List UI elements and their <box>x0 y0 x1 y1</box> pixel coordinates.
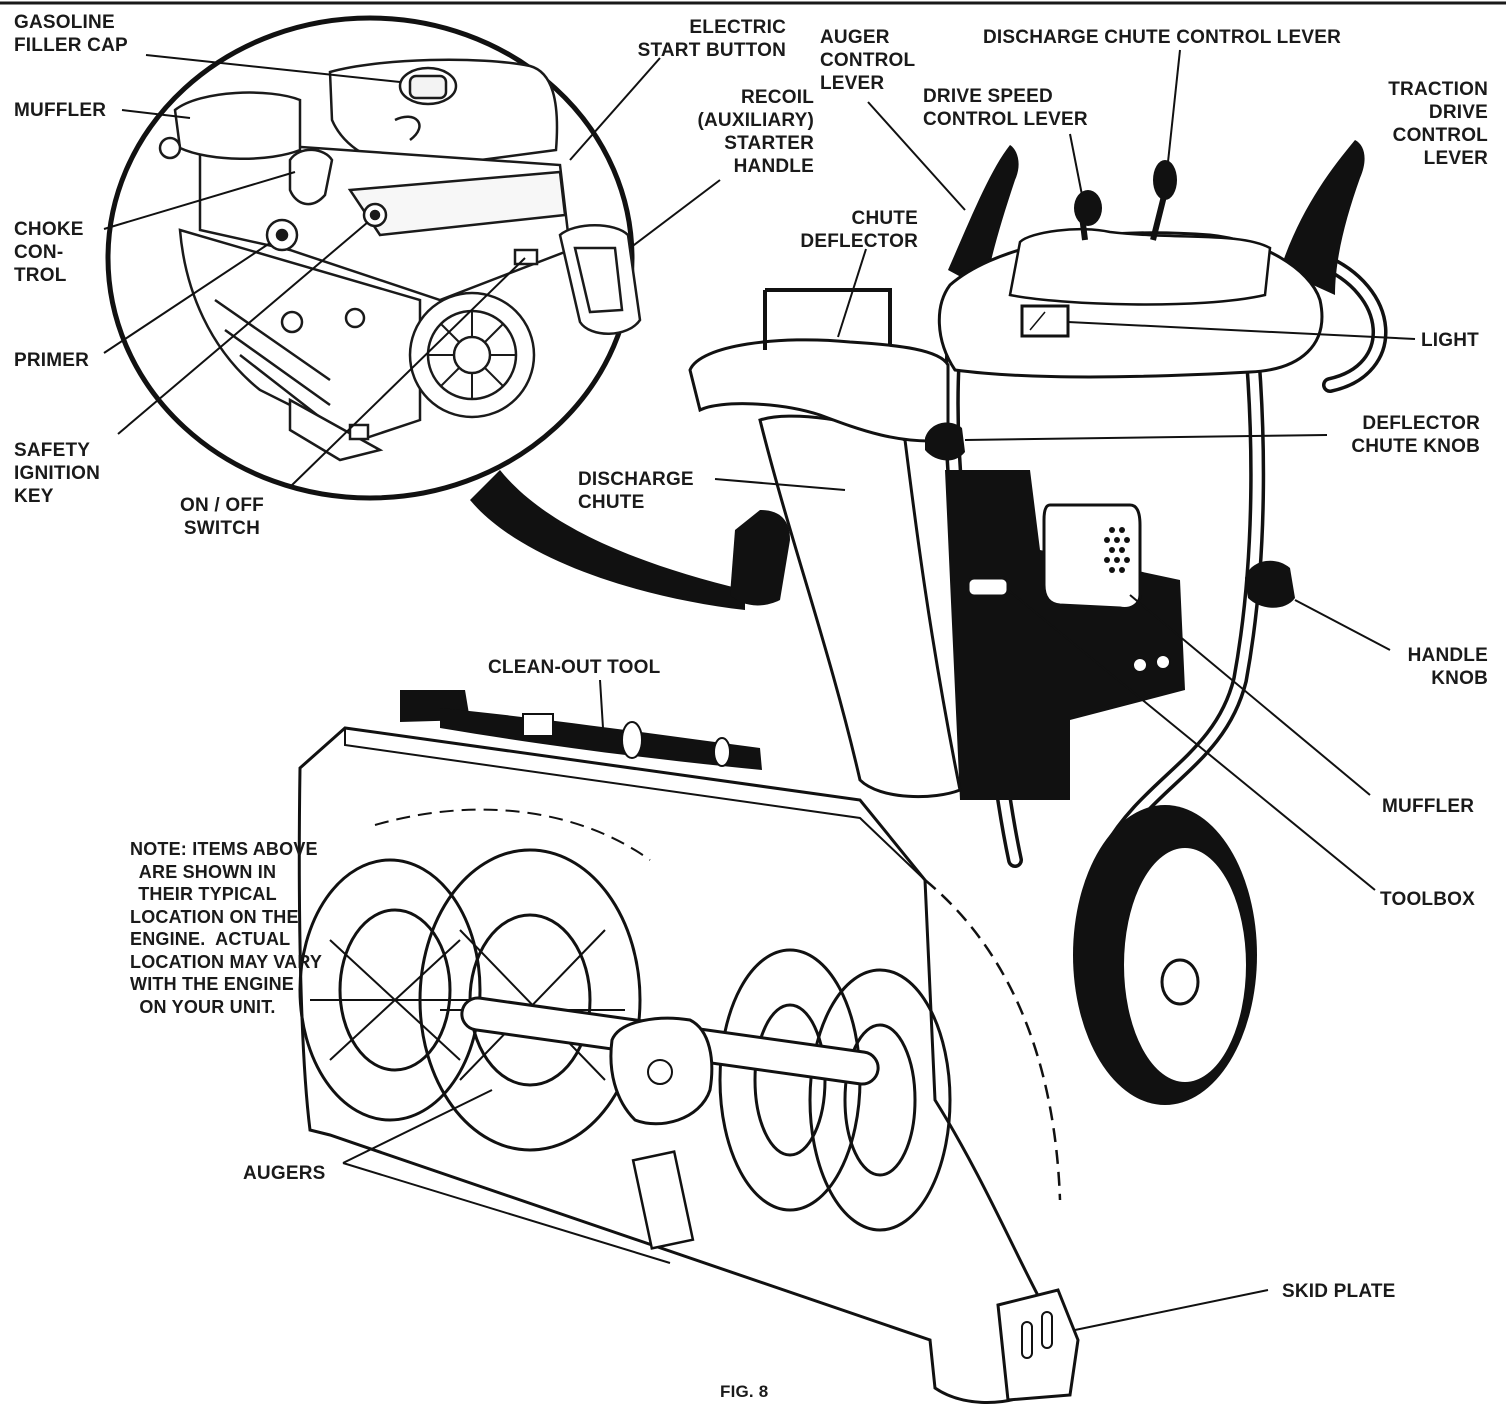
skid-plate-shape <box>996 1288 1080 1402</box>
inset-bubble-tail <box>470 470 745 610</box>
snow-thrower-body <box>297 140 1388 1405</box>
label-chute-deflector: CHUTE DEFLECTOR <box>800 208 918 252</box>
label-deflector-chute-knob: DEFLECTOR CHUTE KNOB <box>1351 413 1480 457</box>
label-primer: PRIMER <box>14 350 90 371</box>
auger-control-lever-shape <box>948 145 1019 290</box>
label-discharge-chute: DISCHARGE CHUTE <box>578 469 694 513</box>
chute-deflector-shape <box>688 338 950 443</box>
unit-muffler-shape <box>1042 503 1142 610</box>
traction-drive-lever-shape <box>1280 140 1365 295</box>
label-electric-start-button: ELECTRIC START BUTTON <box>637 17 786 61</box>
label-safety-ignition-key: SAFETY IGNITION KEY <box>14 440 101 507</box>
clean-out-tool-shape <box>400 690 762 770</box>
leader-lines <box>103 49 1416 1331</box>
label-clean-out-tool: CLEAN-OUT TOOL <box>488 657 661 678</box>
label-on-off-switch: ON / OFF SWITCH <box>180 495 264 539</box>
engine-shroud <box>945 470 1185 800</box>
figure-label: FIG. 8 <box>720 1382 769 1401</box>
label-discharge-chute-control-lever: DISCHARGE CHUTE CONTROL LEVER <box>983 27 1342 48</box>
label-light: LIGHT <box>1421 330 1479 351</box>
toolbox-shape <box>966 576 1010 598</box>
label-gasoline-filler-cap: GASOLINE FILLER CAP <box>14 12 128 56</box>
label-handle-knob: HANDLE KNOB <box>1407 645 1488 689</box>
label-choke-control: CHOKE CON- TROL <box>14 219 84 286</box>
label-toolbox: TOOLBOX <box>1380 889 1475 910</box>
label-traction-drive-control-lever: TRACTION DRIVE CONTROL LEVER <box>1388 79 1488 169</box>
engine-inset <box>105 15 745 610</box>
label-muffler-unit: MUFFLER <box>1382 796 1475 817</box>
engine-location-note: NOTE: ITEMS ABOVE ARE SHOWN IN THEIR TYP… <box>130 839 323 1017</box>
light-shape <box>1020 304 1070 338</box>
label-drive-speed-control-lever: DRIVE SPEED CONTROL LEVER <box>923 86 1088 130</box>
discharge-chute-shape <box>758 414 962 798</box>
label-auger-control-lever: AUGER CONTROL LEVER <box>820 27 916 94</box>
label-recoil-starter-handle: RECOIL (AUXILIARY) STARTER HANDLE <box>697 87 814 177</box>
label-skid-plate: SKID PLATE <box>1282 1281 1396 1302</box>
label-augers: AUGERS <box>243 1163 326 1184</box>
label-muffler-engine: MUFFLER <box>14 100 107 121</box>
